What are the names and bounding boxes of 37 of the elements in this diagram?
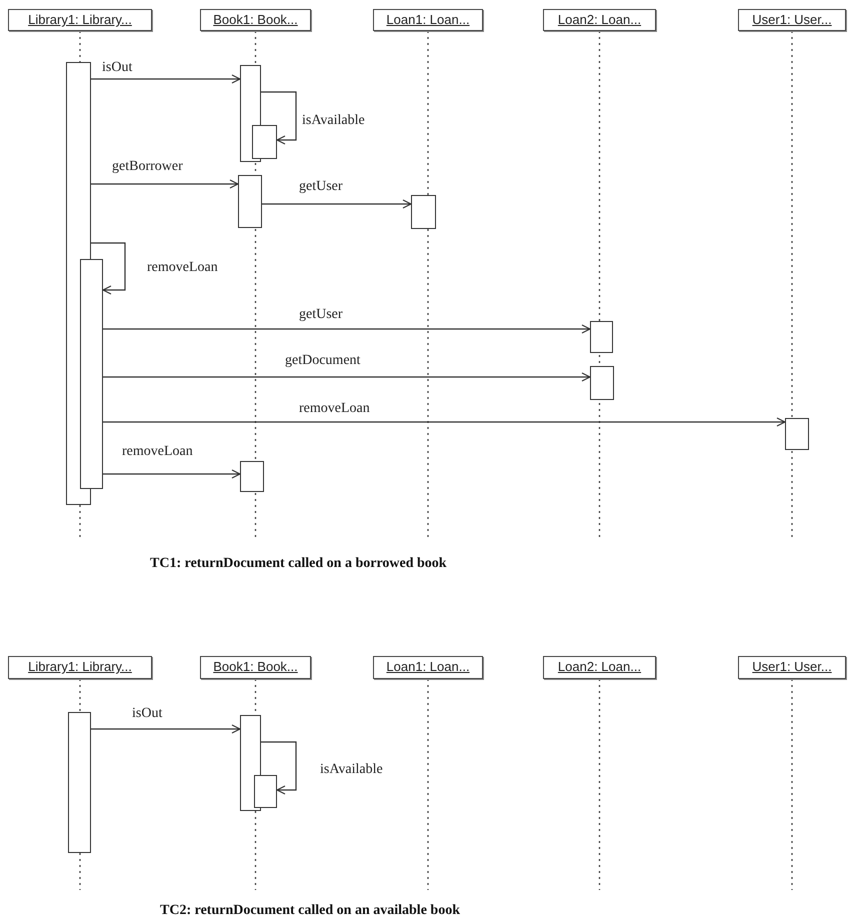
edge-label: getUser — [297, 307, 345, 323]
activation-bar — [240, 461, 264, 492]
message-arrow — [262, 199, 412, 209]
caption: TC1: returnDocument called on a borrowed book — [150, 556, 447, 572]
activation-bar — [238, 175, 262, 228]
message-arrow — [103, 469, 241, 479]
activation-bar — [254, 775, 277, 808]
lifeline-header: Loan1: Loan... — [373, 656, 483, 679]
activation-bar — [785, 418, 809, 450]
activation-bar — [411, 195, 436, 229]
message-arrow — [91, 242, 126, 295]
message-arrow — [103, 324, 591, 334]
message-arrow — [103, 417, 786, 427]
activation-bar — [590, 321, 613, 353]
message-arrow — [91, 724, 241, 734]
activation-bar — [590, 366, 614, 400]
activation-bar — [68, 712, 91, 853]
activation-bar — [80, 259, 103, 489]
lifeline-header: Loan1: Loan... — [373, 9, 483, 31]
lifeline-header: Book1: Book... — [200, 656, 311, 679]
lifeline-header: Library1: Library... — [8, 9, 152, 31]
caption: TC2: returnDocument called on an available book — [160, 903, 460, 919]
activation-bar — [252, 125, 277, 159]
lifeline-header: Library1: Library... — [8, 656, 152, 679]
lifeline-header: User1: User... — [738, 656, 846, 679]
lifeline-header: Loan2: Loan... — [543, 656, 656, 679]
message-arrow — [261, 741, 297, 795]
message-arrow — [103, 372, 591, 382]
lifeline-header: Book1: Book... — [200, 9, 311, 31]
message-arrow — [91, 179, 239, 189]
message-arrow — [91, 74, 241, 84]
lifeline-header: Loan2: Loan... — [543, 9, 656, 31]
edge-label: getBorrower — [110, 159, 185, 175]
message-arrow — [261, 91, 297, 145]
edge-label: getUser — [297, 179, 345, 195]
edge-label: getDocument — [283, 353, 362, 369]
lifeline-header: User1: User... — [738, 9, 846, 31]
